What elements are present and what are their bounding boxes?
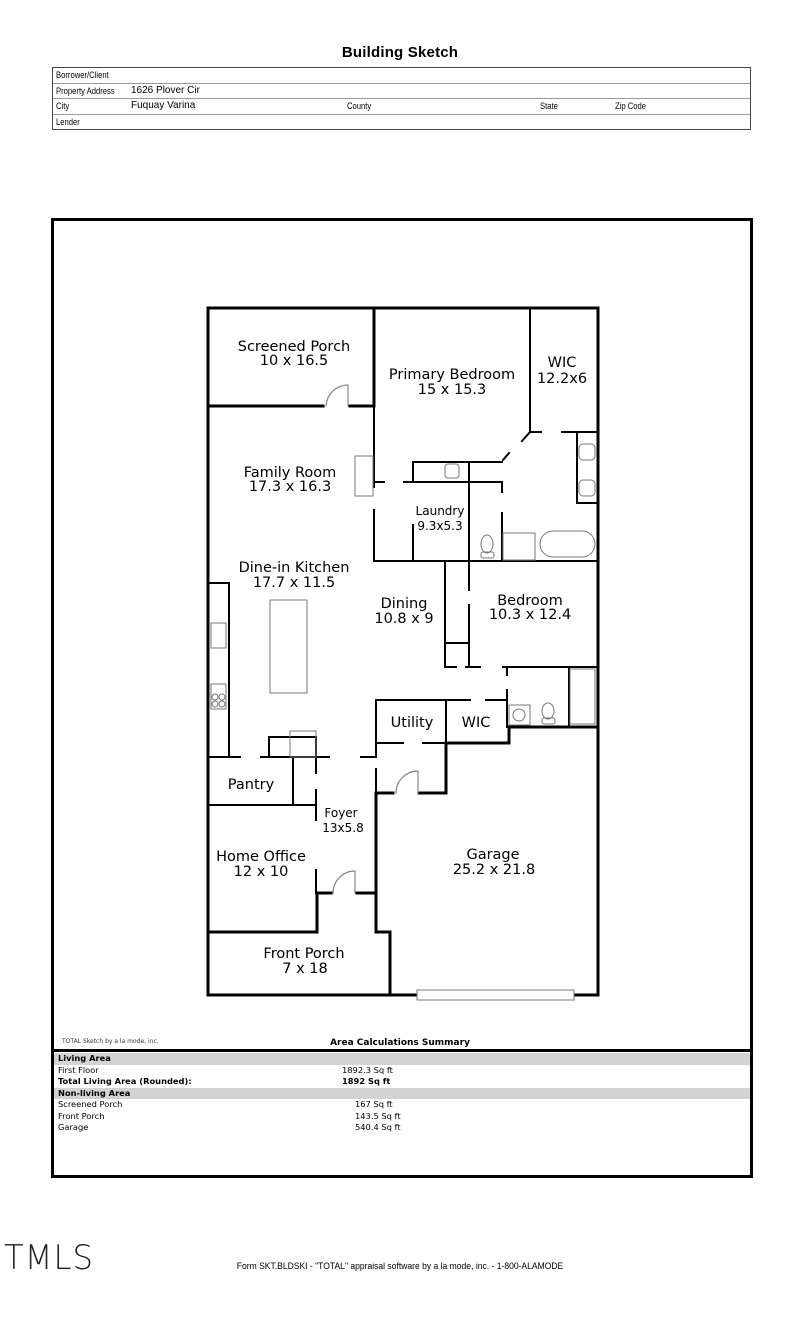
area-summary: Living Area First Floor 1892.3 Sq ft Tot… xyxy=(54,1053,750,1134)
bathtub-icon xyxy=(539,530,596,558)
room-home-office: Home Office xyxy=(216,849,306,865)
room-garage: Garage xyxy=(466,847,519,863)
room-primary-bedroom-dims: 15 x 15.3 xyxy=(418,382,487,398)
city-value: Fuquay Varina xyxy=(131,100,196,111)
room-bedroom-dims: 10.3 x 12.4 xyxy=(489,607,571,623)
lender-label: Lender xyxy=(56,116,80,127)
address-value: 1626 Plover Cir xyxy=(131,84,200,96)
address-row: Property Address 1626 Plover Cir xyxy=(53,84,750,99)
nonliving-item-label: Garage xyxy=(58,1122,89,1132)
room-screened-porch: Screened Porch xyxy=(238,339,351,355)
tmls-logo: TMLS xyxy=(4,1238,94,1278)
room-screened-porch-dims: 10 x 16.5 xyxy=(260,353,329,369)
room-laundry: Laundry xyxy=(416,504,465,518)
nonliving-item-value: 540.4 Sq ft xyxy=(355,1122,401,1132)
first-floor-value: 1892.3 Sq ft xyxy=(342,1064,393,1075)
room-front-porch: Front Porch xyxy=(263,946,344,962)
living-area-label: Living Area xyxy=(58,1053,111,1063)
shower-icon xyxy=(502,532,536,561)
sink-icon xyxy=(578,443,596,461)
room-wic-primary-dims: 12.2x6 xyxy=(537,371,587,387)
door-swings xyxy=(325,384,419,894)
borrower-label: Borrower/Client xyxy=(56,70,109,80)
sketch-credit: TOTAL Sketch by a la mode, inc. xyxy=(62,1038,159,1045)
fridge-icon xyxy=(289,730,317,758)
living-area-header: Living Area xyxy=(54,1053,750,1065)
lender-row: Lender xyxy=(53,115,750,130)
city-label: City xyxy=(56,101,70,111)
room-wic: WIC xyxy=(462,715,491,731)
sketch-frame xyxy=(51,218,753,1178)
total-living-label: Total Living Area (Rounded): xyxy=(58,1076,192,1086)
property-info-table: Borrower/Client Property Address 1626 Pl… xyxy=(52,67,751,130)
summary-divider xyxy=(51,1049,753,1052)
state-label: State xyxy=(540,101,558,111)
toilet-icon xyxy=(541,702,555,720)
first-floor-label: First Floor xyxy=(58,1064,99,1075)
room-garage-dims: 25.2 x 21.8 xyxy=(453,862,535,878)
room-pantry: Pantry xyxy=(228,777,275,793)
exterior-walls xyxy=(206,306,600,997)
fireplace-icon xyxy=(354,455,374,497)
room-labels: Screened Porch 10 x 16.5 Primary Bedroom… xyxy=(216,339,587,977)
fixtures xyxy=(210,443,596,1001)
sink-icon xyxy=(578,479,596,497)
address-label: Property Address xyxy=(56,85,115,96)
room-foyer-dims: 13x5.8 xyxy=(322,821,363,835)
sink-icon xyxy=(508,704,531,726)
nonliving-area-label: Non-living Area xyxy=(58,1087,131,1098)
room-front-porch-dims: 7 x 18 xyxy=(282,961,327,977)
garage-row: Garage 540.4 Sq ft xyxy=(54,1122,750,1134)
total-living-value: 1892 Sq ft xyxy=(342,1076,391,1086)
screened-porch-row: Screened Porch 167 Sq ft xyxy=(54,1099,750,1111)
room-dining-dims: 10.8 x 9 xyxy=(374,611,433,627)
nonliving-item-label: Front Porch xyxy=(58,1110,105,1121)
front-porch-row: Front Porch 143.5 Sq ft xyxy=(54,1111,750,1123)
footer-text: Form SKT.BLDSKI - "TOTAL" appraisal soft… xyxy=(236,1261,564,1272)
kitchen-island xyxy=(269,599,308,694)
zip-label: Zip Code xyxy=(615,101,647,111)
city-row: City Fuquay Varina County State Zip Code xyxy=(53,99,750,115)
nonliving-item-value: 167 Sq ft xyxy=(355,1099,393,1109)
room-bedroom: Bedroom xyxy=(497,593,563,609)
nonliving-area-header: Non-living Area xyxy=(54,1087,750,1099)
room-primary-bedroom: Primary Bedroom xyxy=(389,367,515,383)
room-foyer: Foyer xyxy=(324,806,357,820)
bathtub-icon xyxy=(569,668,596,725)
sink-icon xyxy=(444,463,460,479)
room-family: Family Room xyxy=(244,465,337,481)
stove-icon xyxy=(210,683,227,710)
room-family-dims: 17.3 x 16.3 xyxy=(249,479,331,495)
room-dining: Dining xyxy=(381,596,428,612)
toilet-icon xyxy=(480,534,494,554)
total-living-row: Total Living Area (Rounded): 1892 Sq ft xyxy=(54,1076,750,1088)
county-label: County xyxy=(347,101,372,111)
room-kitchen: Dine-in Kitchen xyxy=(239,560,350,576)
first-floor-row: First Floor 1892.3 Sq ft xyxy=(54,1065,750,1077)
summary-title: Area Calculations Summary xyxy=(330,1038,470,1048)
kitchen-sink-icon xyxy=(210,622,227,649)
borrower-row: Borrower/Client xyxy=(53,68,750,84)
room-kitchen-dims: 17.7 x 11.5 xyxy=(253,575,335,591)
page-title: Building Sketch xyxy=(341,44,459,61)
room-home-office-dims: 12 x 10 xyxy=(234,864,289,880)
nonliving-item-label: Screened Porch xyxy=(58,1099,123,1109)
room-wic-primary: WIC xyxy=(548,355,577,371)
room-utility: Utility xyxy=(391,715,434,731)
garage-door xyxy=(416,989,575,1001)
nonliving-item-value: 143.5 Sq ft xyxy=(355,1110,401,1121)
room-laundry-dims: 9.3x5.3 xyxy=(417,519,462,533)
